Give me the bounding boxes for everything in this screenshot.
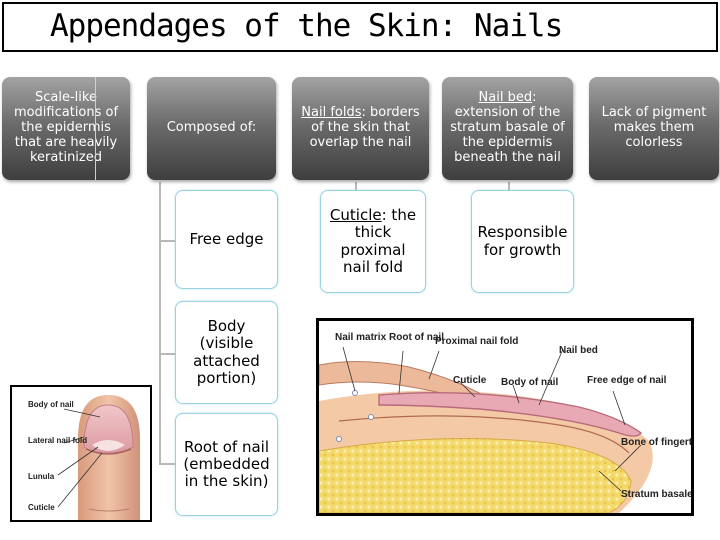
pointer-lateral <box>63 436 85 444</box>
label-stratum-basale: Stratum basale <box>621 489 691 500</box>
nail-cross-section: Nail matrix Root of nail Proximal nail f… <box>316 318 694 516</box>
pointer-lunula <box>57 446 99 476</box>
finger-photo: Body of nail Lateral nail fold Lunula Cu… <box>10 385 152 522</box>
connector-folds <box>355 182 357 192</box>
leader-matrix <box>342 346 356 392</box>
card-folds-text: Nail folds: borders of the skin that ove… <box>298 105 423 151</box>
card-folds-desc: : borders of the skin that overlap the n… <box>309 105 420 150</box>
leader-bone <box>614 444 642 472</box>
label-lateral-fold: Lateral nail fold <box>28 436 87 445</box>
term-nail-bed: Nail bed <box>478 90 533 106</box>
stratum-basale-line <box>338 415 630 454</box>
card-composed-text: Composed of: <box>166 120 257 136</box>
label-body-section: Body of nail <box>501 377 558 388</box>
connector-vertical <box>159 182 161 464</box>
label-lunula: Lunula <box>28 472 55 481</box>
card-nail-folds: Nail folds: borders of the skin that ove… <box>292 77 429 180</box>
card-body: Body (visible attached portion) <box>175 301 278 404</box>
card-scale-text: Scale-like modifications of the epidermi… <box>13 90 119 165</box>
leader-cuticle <box>458 380 476 398</box>
cell-2 <box>368 414 374 420</box>
label-cuticle: Cuticle <box>28 503 55 512</box>
finger-photo-svg: Body of nail Lateral nail fold Lunula Cu… <box>28 395 140 520</box>
pointer-cuticle <box>57 452 103 508</box>
label-root-of-nail: Root of nail <box>389 332 444 343</box>
label-lateral-fold-text: Lateral nail fold <box>28 436 87 445</box>
label-nail-matrix: Nail matrix <box>335 332 387 343</box>
leader-basale <box>598 470 622 492</box>
cuticle-line <box>85 448 132 455</box>
label-body-of-nail-text: Body of nail <box>28 400 74 409</box>
connector-bed <box>508 182 510 192</box>
card-scale-like: Scale-like modifications of the epidermi… <box>2 77 130 180</box>
card-composed-of: Composed of: <box>147 77 276 180</box>
lunula-shape <box>92 440 125 451</box>
card-root: Root of nail (embedded in the skin) <box>175 413 278 516</box>
leader-body <box>512 384 520 404</box>
connector-root <box>159 463 176 465</box>
term-cuticle: Cuticle <box>329 206 382 224</box>
card-scale-divider <box>95 77 96 180</box>
leader-bed <box>538 348 564 406</box>
card-nail-bed: Nail bed: extension of the stratum basal… <box>442 77 573 180</box>
card-free-edge-text: Free edge <box>189 229 264 248</box>
connector-free-edge <box>159 240 176 242</box>
label-proximal-fold: Proximal nail fold <box>435 336 518 347</box>
card-growth-text: Responsible for growth <box>477 223 568 259</box>
card-body-text: Body (visible attached portion) <box>193 317 260 387</box>
label-body-of-nail: Body of nail <box>28 400 74 409</box>
title-bar: Appendages of the Skin: Nails <box>2 2 718 52</box>
card-free-edge: Free edge <box>175 190 278 289</box>
label-free-edge-section: Free edge of nail <box>587 375 667 386</box>
card-bed-text: Nail bed: extension of the stratum basal… <box>447 90 568 166</box>
label-bone: Bone of fingertip <box>621 437 691 448</box>
leader-root <box>398 350 404 394</box>
knuckle-crease <box>88 508 130 512</box>
card-cuticle-text: Cuticle: the thick proximal nail fold <box>325 206 421 276</box>
card-pigment-text: Lack of pigment makes them colorless <box>601 105 707 150</box>
label-nail-bed: Nail bed <box>559 345 598 356</box>
card-growth: Responsible for growth <box>471 190 574 293</box>
nail-plate <box>83 404 134 454</box>
leader-proximal <box>428 350 440 380</box>
card-root-text: Root of nail (embedded in the skin) <box>183 437 270 491</box>
label-cuticle-section: Cuticle <box>453 375 487 386</box>
cell-1 <box>352 390 358 396</box>
term-nail-folds: Nail folds <box>301 105 362 121</box>
connector-body <box>159 353 176 355</box>
card-cuticle-desc: : the thick proximal nail fold <box>340 206 417 276</box>
card-bed-desc: : extension of the stratum basale of the… <box>450 90 565 165</box>
cross-section-svg: Nail matrix Root of nail Proximal nail f… <box>319 321 691 513</box>
nail-plate-section <box>378 392 642 437</box>
card-lack-of-pigment: Lack of pigment makes them colorless <box>589 77 719 180</box>
leader-free-edge <box>612 390 626 426</box>
page-title: Appendages of the Skin: Nails <box>50 8 563 44</box>
card-cuticle: Cuticle: the thick proximal nail fold <box>320 190 426 293</box>
pointer-body <box>63 408 101 418</box>
bone-of-fingertip <box>319 438 632 513</box>
cell-3 <box>336 436 342 442</box>
